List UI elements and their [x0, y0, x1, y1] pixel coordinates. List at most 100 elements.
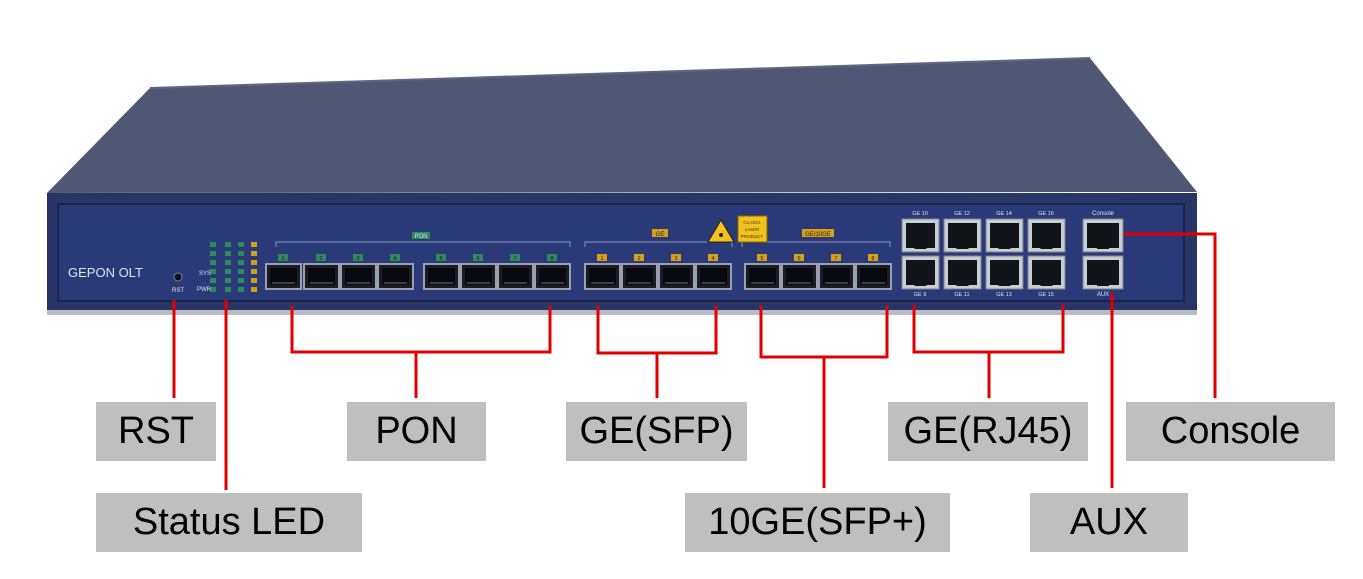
rj45-port[interactable]: [943, 255, 982, 290]
port-number-tag: [473, 254, 483, 261]
laser-text-3: PRODUCT: [741, 234, 764, 239]
rj45-port[interactable]: [985, 255, 1024, 290]
status-led: [210, 287, 216, 292]
port-number: 6: [797, 256, 800, 262]
port-number: 3: [356, 256, 359, 262]
rj45-opening: [1087, 260, 1119, 285]
port-number-tag: [278, 254, 288, 261]
callout-aux: AUX: [1030, 493, 1188, 552]
port-number-tag: [597, 254, 607, 261]
rj45-latch-slot: [1097, 281, 1109, 286]
aux-port[interactable]: [1082, 255, 1124, 290]
sfp-port[interactable]: 6: [781, 254, 818, 290]
port-number-tag: [353, 254, 363, 261]
sfp-port[interactable]: 7: [497, 254, 534, 290]
model-label: GEPON OLT: [68, 265, 143, 280]
sfp-slot: [345, 268, 372, 285]
sfp-port[interactable]: 2: [303, 254, 340, 290]
rj45-port[interactable]: [901, 218, 940, 253]
port-number-tag: [390, 254, 400, 261]
sfp-port[interactable]: 7: [818, 254, 855, 290]
sfp-port[interactable]: 5: [423, 254, 460, 290]
sfp-port[interactable]: 8: [855, 254, 892, 290]
rj45-port[interactable]: [985, 218, 1024, 253]
rst-text: RST: [172, 288, 184, 294]
port-number: 6: [476, 256, 479, 262]
rj45-opening: [990, 260, 1019, 285]
sfp-slot: [749, 268, 776, 285]
status-led: [251, 269, 257, 274]
rj45-top-label: GE 14: [996, 211, 1012, 217]
port-number: 7: [834, 256, 837, 262]
port-number-tag: [634, 254, 644, 261]
sfp-port[interactable]: 4: [695, 254, 732, 290]
port-number-tag: [510, 254, 520, 261]
sfp-slot: [382, 268, 409, 285]
port-number: 2: [637, 256, 640, 262]
port-number-tag: [671, 254, 681, 261]
callout-console: Console: [1126, 402, 1335, 461]
sfp-slot: [428, 268, 455, 285]
rj45-latch-slot: [1040, 244, 1053, 249]
status-led: [251, 251, 257, 256]
port-number: 7: [513, 256, 516, 262]
status-led: [251, 260, 257, 265]
pwr-text: PWR: [197, 287, 212, 293]
sfp-port[interactable]: 5: [744, 254, 781, 290]
status-led-panel: [210, 242, 257, 292]
port-number-tag: [831, 254, 841, 261]
status-led: [225, 287, 231, 292]
rj45-port[interactable]: [1027, 218, 1066, 253]
rj45-latch-slot: [914, 281, 927, 286]
sfp-slot: [270, 268, 297, 285]
rj45-opening: [906, 260, 935, 285]
console-port[interactable]: [1082, 218, 1124, 253]
sfp-port[interactable]: 3: [658, 254, 695, 290]
status-led: [238, 287, 244, 292]
rj45-port[interactable]: [1027, 255, 1066, 290]
pon-port-group: 1 2 3 4 5 6 7 8: [265, 254, 571, 290]
port-number: 1: [281, 256, 284, 262]
rj45-bottom-label: GE 15: [1038, 292, 1054, 298]
sfp-slot: [308, 268, 335, 285]
rj45-top-label: GE 16: [1038, 211, 1054, 217]
rj45-bottom-label: GE 13: [996, 292, 1012, 298]
sfp-port[interactable]: 8: [534, 254, 571, 290]
port-number: 5: [760, 256, 763, 262]
status-led: [210, 242, 216, 247]
sfp-slot: [589, 268, 616, 285]
rj45-port[interactable]: [943, 218, 982, 253]
port-number-tag: [316, 254, 326, 261]
sfp-port[interactable]: 2: [621, 254, 658, 290]
rj45-port[interactable]: [901, 255, 940, 290]
rj45-opening: [948, 223, 977, 248]
sfp-port[interactable]: 1: [265, 254, 302, 290]
callout-ge-sfp: GE(SFP): [566, 402, 747, 461]
port-number: 2: [319, 256, 322, 262]
laser-warning-icon: [707, 219, 735, 243]
console-aux-ports: [1082, 218, 1124, 290]
status-led: [210, 251, 216, 256]
laser-text-2: LASER: [745, 227, 761, 232]
status-led: [225, 242, 231, 247]
port-number-tag: [794, 254, 804, 261]
rst-button[interactable]: [173, 272, 183, 282]
status-led: [210, 260, 216, 265]
sfp-port[interactable]: 1: [584, 254, 621, 290]
sfp-port[interactable]: 6: [460, 254, 497, 290]
sfp-slot: [539, 268, 566, 285]
status-led: [225, 269, 231, 274]
port-number-tag: [757, 254, 767, 261]
sfp-port[interactable]: 4: [377, 254, 414, 290]
rj45-opening: [906, 223, 935, 248]
status-led: [238, 251, 244, 256]
sfp-slot: [663, 268, 690, 285]
rj45-latch-slot: [1097, 244, 1109, 249]
rj45-latch-slot: [956, 281, 969, 286]
port-number-tag: [547, 254, 557, 261]
port-number: 1: [600, 256, 603, 262]
port-number: 4: [393, 256, 396, 262]
sfp-port[interactable]: 3: [340, 254, 377, 290]
callout-10ge-sfp: 10GE(SFP+): [685, 493, 950, 552]
